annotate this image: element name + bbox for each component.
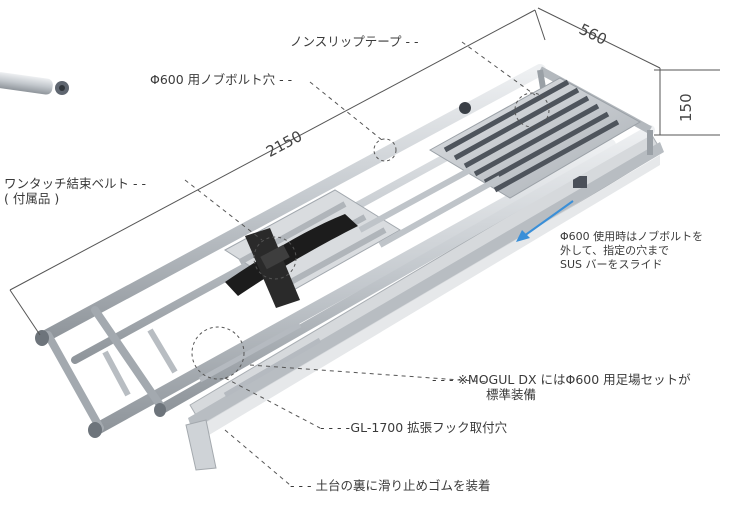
- rubber-label: - - - 土台の裏に滑り止めゴムを装着: [290, 478, 490, 493]
- knob-bolt-hole-label: Φ600 用ノブボルト穴 - -: [150, 72, 292, 87]
- sliding-stand: [185, 131, 664, 471]
- nonslip-tape-text: ノンスリップテープ: [290, 34, 402, 49]
- main-frame: [35, 64, 655, 438]
- hook-hole-label: - - - -GL-1700 拡張フック取付穴: [320, 420, 507, 435]
- belt-label: ワンタッチ結束ベルト - - ( 付属品 ): [4, 176, 146, 206]
- knob-bolt-hole-text: Φ600 用ノブボルト穴: [150, 72, 276, 87]
- mogul-text-line2: 標準装備: [486, 387, 537, 402]
- mogul-note: - - - ※MOGUL DX にはΦ600 用足場セットが 標準装備: [432, 372, 691, 402]
- rubber-text: 土台の裏に滑り止めゴムを装着: [315, 478, 491, 493]
- hook-hole-dash: - - - -: [320, 420, 351, 435]
- slide-note-line2: 外して、指定の穴まで: [560, 244, 670, 257]
- mogul-dash: - - -: [432, 372, 458, 387]
- callout-circles: [191, 92, 550, 380]
- detached-tube-part: [0, 72, 69, 95]
- nonslip-tape-label: ノンスリップテープ - -: [290, 34, 418, 49]
- leader-lines: [184, 41, 536, 486]
- height-dimension-label: 150: [677, 93, 695, 122]
- knob-bolt-hole-dash: - -: [275, 72, 293, 87]
- mid-rails: [198, 167, 502, 398]
- mogul-text-line1: ※MOGUL DX にはΦ600 用足場セットが: [457, 372, 691, 387]
- rubber-dash: - - -: [290, 478, 316, 493]
- belt-section: [224, 189, 401, 308]
- slide-note-line1: Φ600 使用時はノブボルトを: [560, 230, 704, 243]
- slide-note-line3: SUS バーをスライド: [560, 258, 663, 271]
- nonslip-tape-dash: - -: [401, 34, 419, 49]
- belt-text-line2: ( 付属品 ): [4, 191, 60, 206]
- dimension-lines: [9, 7, 720, 336]
- hook-hole-text: GL-1700 拡張フック取付穴: [350, 420, 508, 435]
- belt-dash: - -: [129, 176, 146, 191]
- belt-text-line1: ワンタッチ結束ベルト: [4, 176, 130, 191]
- slide-note: Φ600 使用時はノブボルトを 外して、指定の穴まで SUS バーをスライド: [560, 230, 703, 272]
- slide-direction-arrow: [516, 200, 574, 242]
